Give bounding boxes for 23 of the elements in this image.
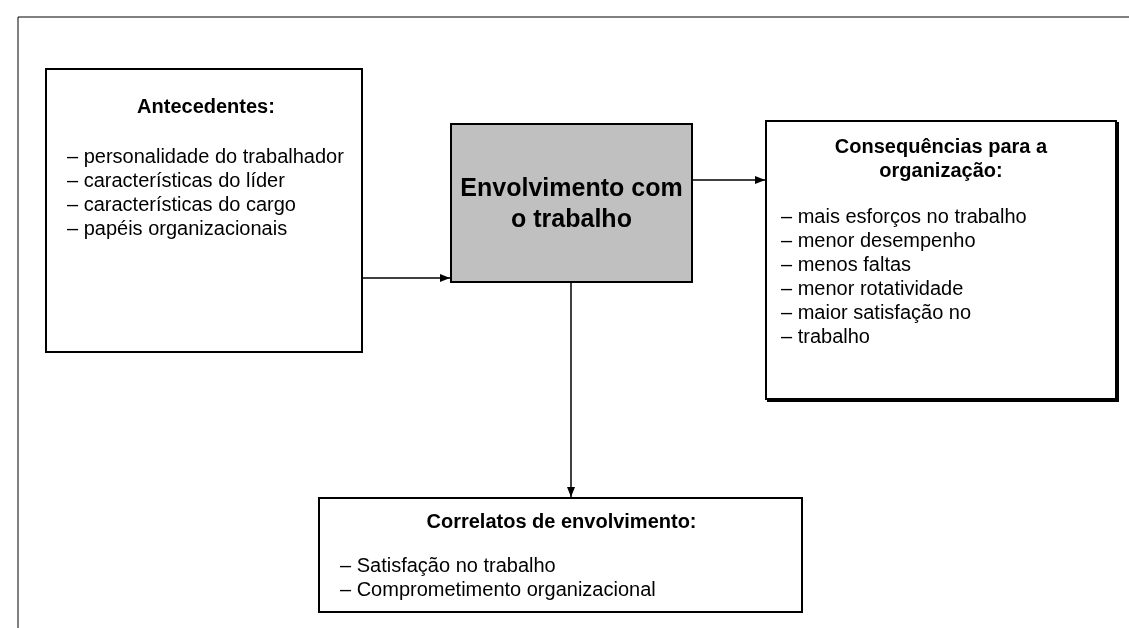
list-item: – maior satisfação no [781,300,973,324]
list-item: – Comprometimento organizacional [340,577,657,601]
heading: Correlatos de envolvimento: [425,509,698,533]
heading: Envolvimento com o trabalho [460,172,683,234]
arrow [566,282,576,498]
text-box [765,120,1117,400]
list-item: – Satisfação no trabalho [340,553,557,577]
list-item: – personalidade do trabalhador [67,144,345,168]
list-item: – menos faltas [781,252,913,276]
text-box [45,68,363,353]
list-item: – características do cargo [67,192,297,216]
heading: Antecedentes: [136,94,276,118]
text-box [318,497,803,613]
heading: Consequências para a organização: [833,134,1049,182]
list-item: – papéis organizacionais [67,216,289,240]
list-item: – trabalho [781,324,871,348]
list-item: – mais esforços no trabalho [781,204,1028,228]
list-item: – características do líder [67,168,286,192]
arrow [692,175,766,185]
list-item: – menor rotatividade [781,276,965,300]
list-item: – menor desempenho [781,228,977,252]
arrow [362,273,451,283]
process-box [450,123,693,283]
